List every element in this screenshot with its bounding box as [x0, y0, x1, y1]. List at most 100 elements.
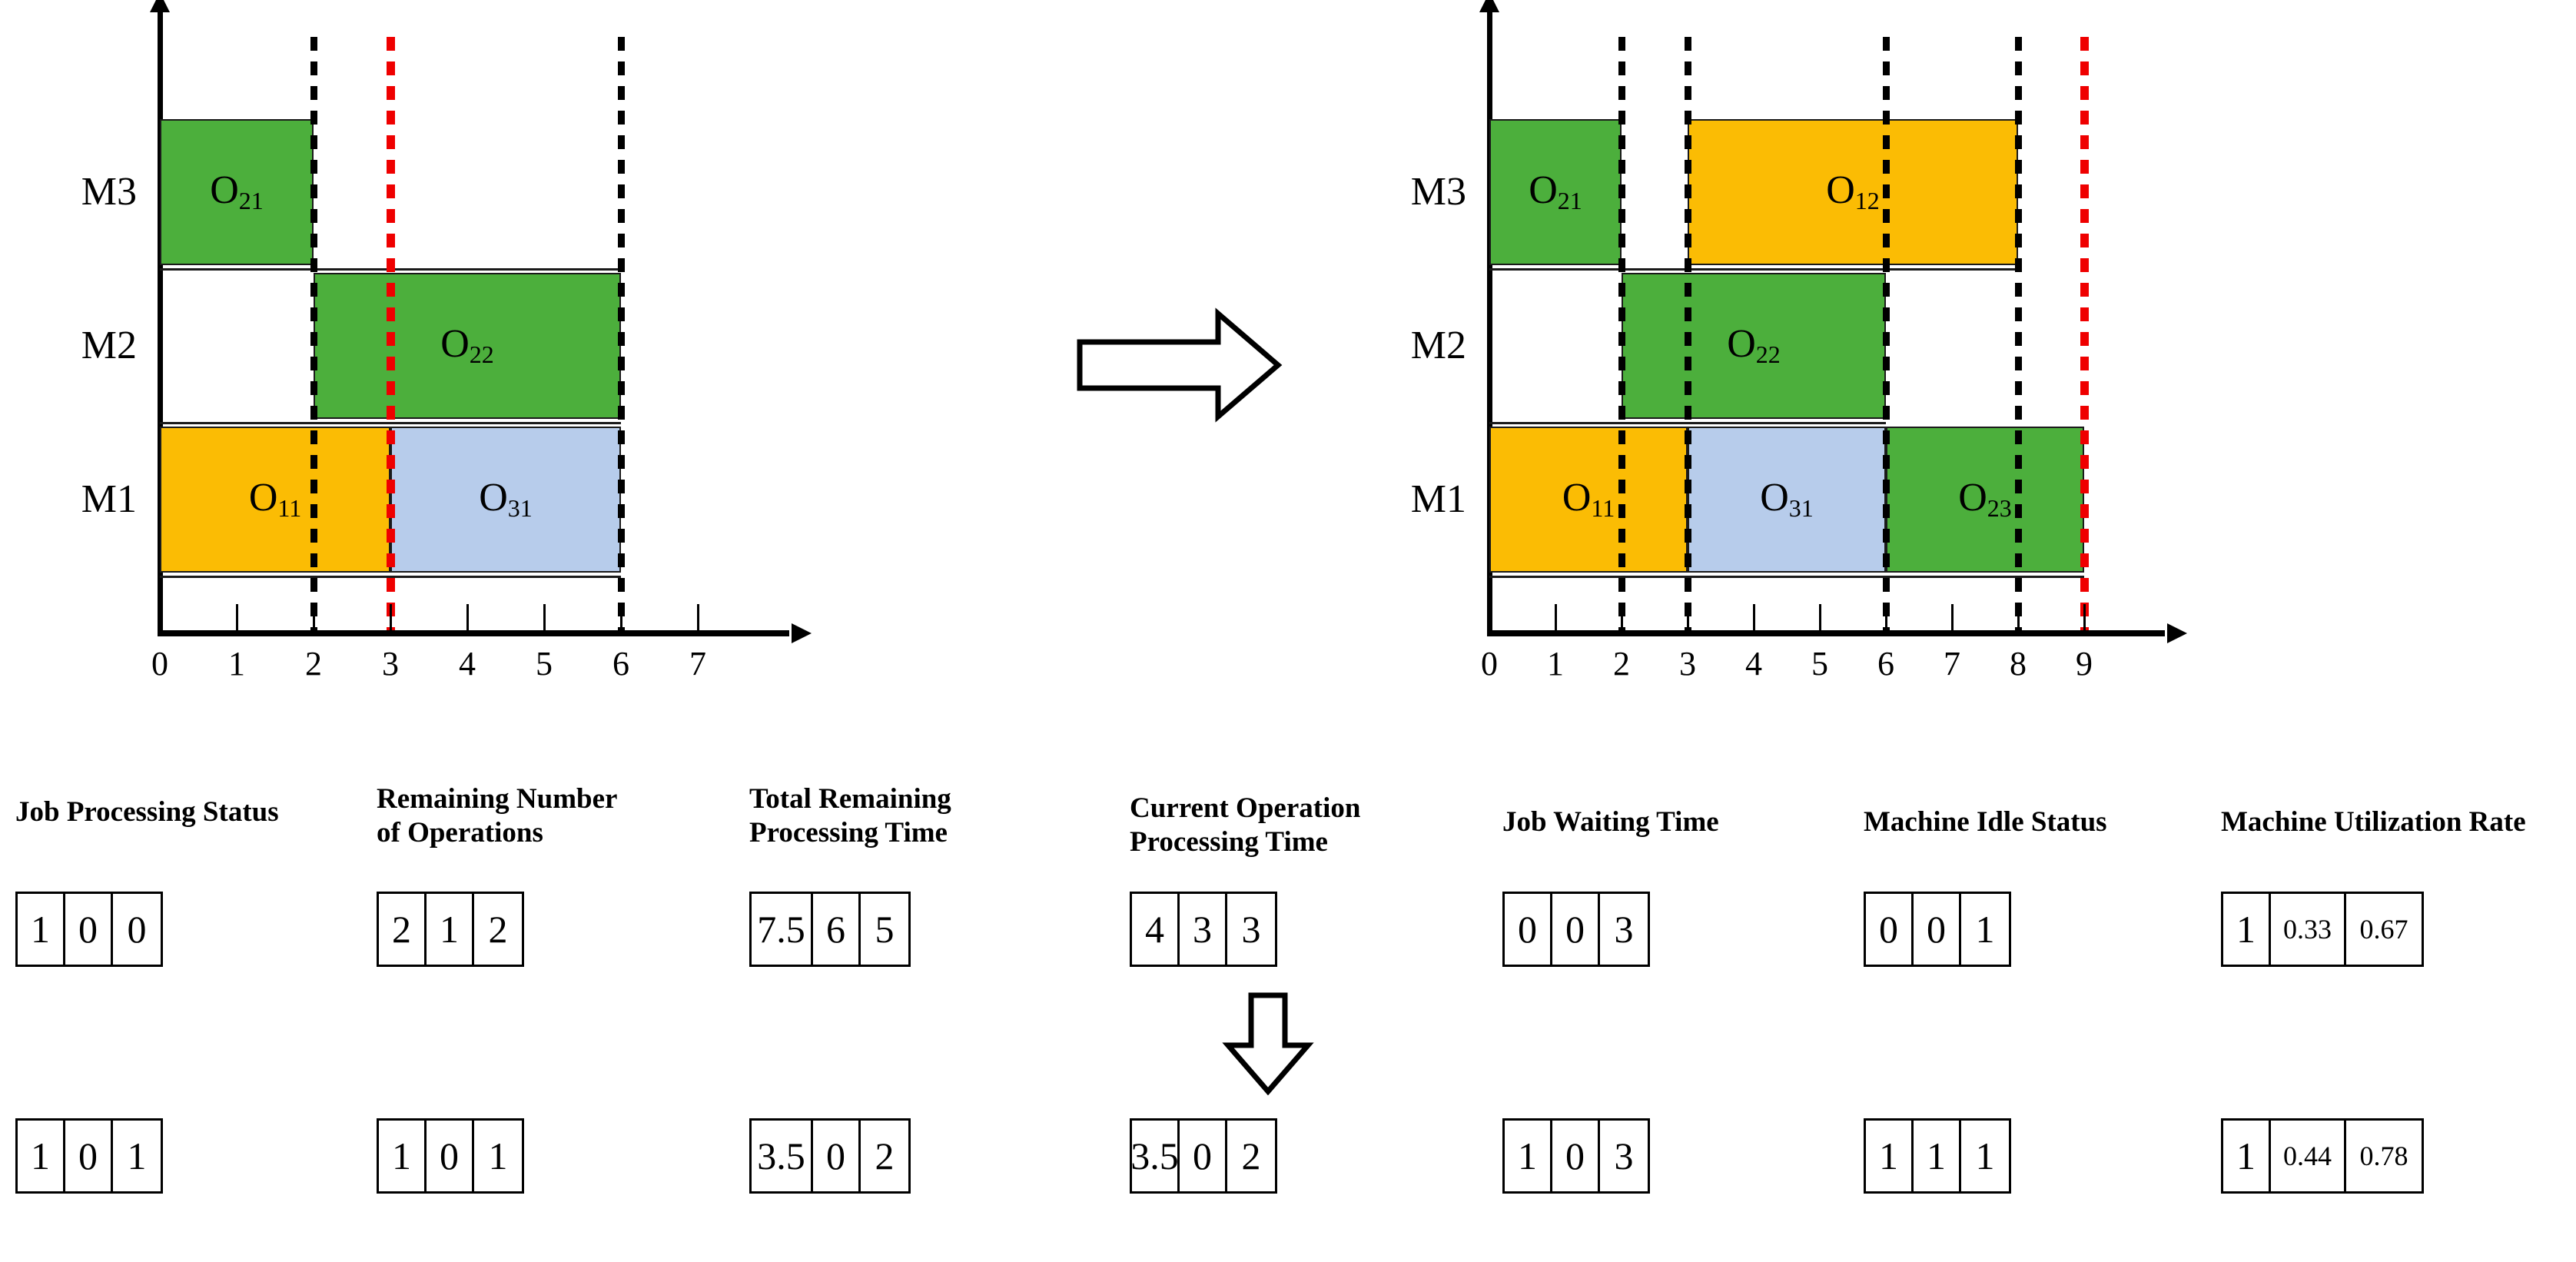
gantt-bar-label: O11 [248, 475, 302, 522]
job-processing-status-before-cell: 1 [18, 894, 65, 965]
remaining-number-of-operations-after-cell: 1 [379, 1121, 427, 1191]
gantt-bar-label: O31 [479, 475, 533, 522]
job-processing-status-before-cell: 0 [65, 894, 113, 965]
x-axis-line [158, 630, 789, 636]
job-processing-status-after-cell: 1 [127, 1134, 147, 1177]
machine-idle-status-before-cell: 0 [1914, 894, 1961, 965]
x-axis-tick [1687, 604, 1689, 630]
current-operation-processing-time-before-cell: 3 [1241, 908, 1261, 951]
x-axis-tick-label: 4 [1745, 645, 1762, 682]
gantt-bar: O21 [1489, 119, 1622, 265]
x-axis-tick [2017, 604, 2020, 630]
x-axis-tick-label: 4 [459, 645, 476, 682]
total-remaining-processing-time-before-cell: 5 [875, 908, 895, 951]
gantt-bar: O12 [1688, 119, 2018, 265]
gantt-bar: O22 [314, 273, 621, 419]
x-axis-tick [1621, 604, 1623, 630]
x-axis-tick-label: 0 [1481, 645, 1498, 682]
x-axis-tick [2083, 604, 2086, 630]
total-remaining-processing-time-after-cell: 2 [875, 1134, 895, 1177]
x-axis-tick-label: 5 [536, 645, 553, 682]
current-operation-processing-time-after-cell: 0 [1180, 1121, 1227, 1191]
x-axis-tick [1885, 604, 1887, 630]
machine-idle-status-after-cell: 1 [1914, 1121, 1961, 1191]
x-axis-tick-label: 6 [612, 645, 629, 682]
total-remaining-processing-time-after-cell: 0 [813, 1121, 861, 1191]
x-axis-tick-label: 5 [1811, 645, 1828, 682]
job-waiting-time-title: Job Waiting Time [1502, 806, 1719, 838]
x-axis-tick-label: 9 [2076, 645, 2093, 682]
current-operation-processing-time-before-cell: 4 [1132, 894, 1180, 965]
dashed-marker-line [1883, 37, 1890, 630]
state-transition-arrow-down-icon [1222, 991, 1314, 1096]
machine-label-m1: M1 [1410, 477, 1466, 521]
gantt-bar: O21 [160, 119, 314, 265]
gantt-bar: O22 [1622, 273, 1886, 419]
current-operation-processing-time-after-cell: 2 [1241, 1134, 1261, 1177]
x-axis-tick [1555, 604, 1557, 630]
current-time-marker-line [2080, 37, 2089, 630]
remaining-number-of-operations-before-cell: 1 [427, 894, 474, 965]
current-operation-processing-time-before-cell: 3 [1180, 894, 1227, 965]
total-remaining-processing-time-before-cell: 7.5 [752, 894, 813, 965]
current-operation-processing-time-title: Current Operation Processing Time [1130, 792, 1361, 858]
y-axis-arrowhead-icon [1479, 0, 1499, 12]
job-waiting-time-before-cell: 0 [1552, 894, 1600, 965]
job-processing-status-title: Job Processing Status [15, 796, 279, 828]
machine-label-m2: M2 [81, 324, 137, 367]
remaining-number-of-operations-after-cell: 0 [427, 1121, 474, 1191]
gantt-bar-label: O23 [1958, 475, 2012, 522]
x-axis-tick-label: 1 [1547, 645, 1564, 682]
machine-idle-status-after-cell: 1 [1866, 1121, 1914, 1191]
gantt-bar-label: O21 [210, 168, 264, 214]
x-axis-tick [1951, 604, 1954, 630]
machine-idle-status-after-cell: 1 [1975, 1134, 1995, 1177]
gantt-bar: O31 [1688, 427, 1886, 573]
gantt-bar-label: O22 [440, 321, 494, 368]
job-processing-status-after-cell: 1 [18, 1121, 65, 1191]
machine-label-m3: M3 [1410, 170, 1466, 214]
dashed-marker-line [2015, 37, 2022, 630]
current-time-marker-line [387, 37, 395, 630]
transition-arrow-right-icon [1076, 300, 1283, 430]
y-axis-arrowhead-icon [150, 0, 170, 12]
gantt-bar-label: O11 [1562, 475, 1615, 522]
remaining-number-of-operations-before-cell: 2 [488, 908, 508, 951]
x-axis-tick-label: 7 [689, 645, 706, 682]
x-axis-tick-label: 2 [1613, 645, 1630, 682]
row-separator [1489, 576, 2084, 578]
total-remaining-processing-time-title: Total Remaining Processing Time [749, 783, 951, 849]
machine-utilization-rate-before-cell: 0.33 [2271, 894, 2346, 965]
job-waiting-time-after-cell: 3 [1614, 1134, 1634, 1177]
x-axis-tick [390, 604, 392, 630]
x-axis-tick-label: 2 [305, 645, 322, 682]
job-processing-status-before-cell: 0 [127, 908, 147, 951]
x-axis-line [1487, 630, 2165, 636]
gantt-bar-label: O22 [1727, 321, 1781, 368]
remaining-number-of-operations-before-cell: 2 [379, 894, 427, 965]
x-axis-tick [1489, 604, 1491, 630]
dashed-marker-line [618, 37, 625, 630]
gantt-bar-label: O21 [1529, 168, 1582, 214]
job-processing-status-after-cell: 0 [65, 1121, 113, 1191]
machine-label-m1: M1 [81, 477, 137, 521]
x-axis-tick-label: 7 [1944, 645, 1960, 682]
x-axis-tick [697, 604, 699, 630]
remaining-number-of-operations-title: Remaining Number of Operations [377, 783, 618, 849]
x-axis-tick-label: 0 [151, 645, 168, 682]
machine-utilization-rate-before-cell: 1 [2223, 894, 2271, 965]
gantt-bar-label: O31 [1760, 475, 1814, 522]
gantt-bar: O23 [1886, 427, 2084, 573]
